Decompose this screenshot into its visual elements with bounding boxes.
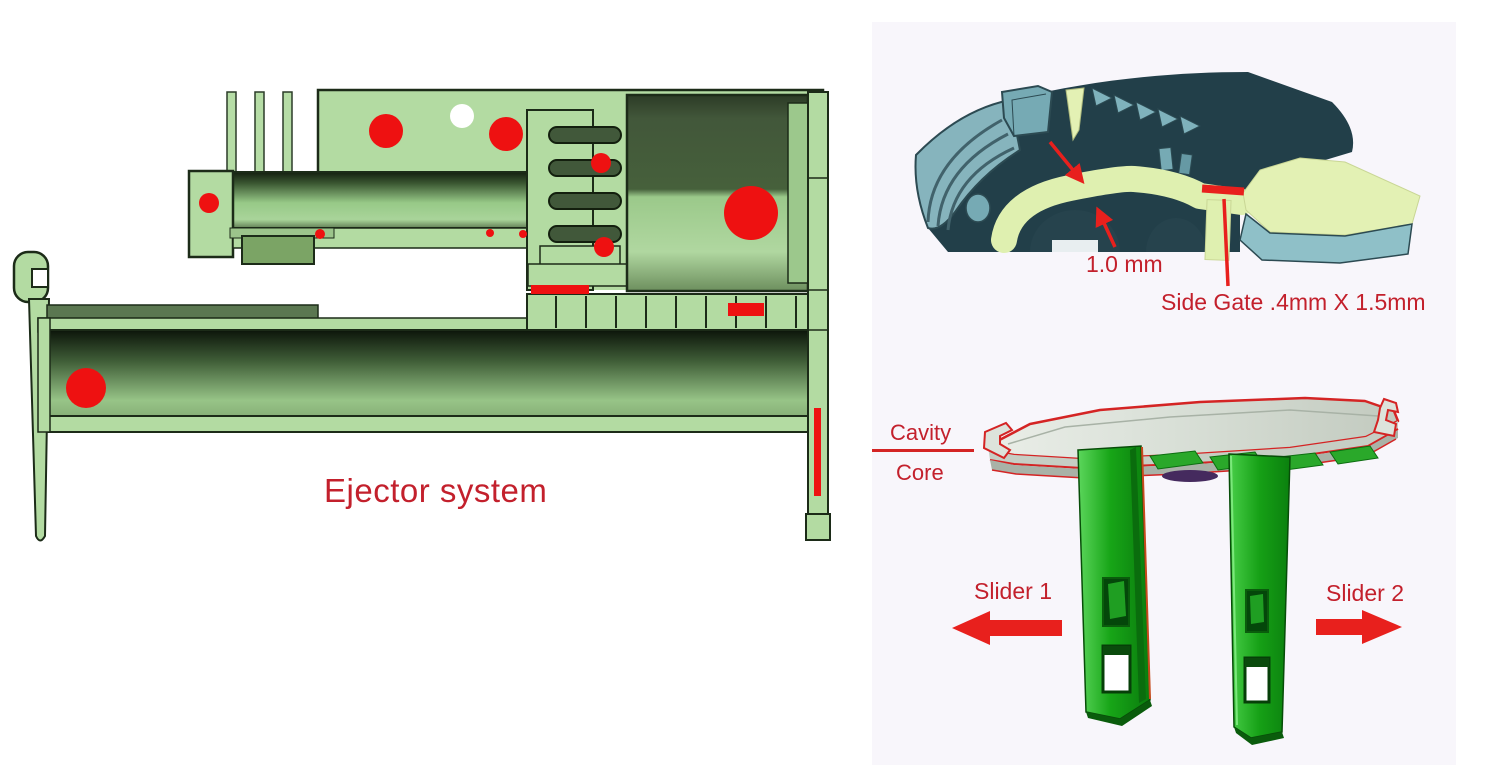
cavity-plate bbox=[982, 396, 1400, 479]
ejector-bottom-bar bbox=[12, 250, 809, 542]
slider-2-label: Slider 2 bbox=[1326, 580, 1404, 606]
slider-assembly-figure bbox=[952, 396, 1402, 745]
gate-detail-teeth bbox=[1091, 87, 1202, 135]
wall-thickness-label: 1.0 mm bbox=[1086, 251, 1163, 277]
ejector-system-label: Ejector system bbox=[324, 472, 548, 509]
side-gate-marker bbox=[1201, 184, 1245, 287]
slider-2-arrow-icon bbox=[1316, 610, 1402, 644]
side-gate-label: Side Gate .4mm X 1.5mm bbox=[1161, 289, 1426, 315]
gate-detail-figure bbox=[914, 72, 1421, 287]
ejector-pin-markers bbox=[66, 114, 821, 496]
wall-thickness-arrow-icons bbox=[1048, 140, 1117, 248]
slider-1-label: Slider 1 bbox=[974, 578, 1052, 604]
gate-detail-ribbed-wing bbox=[914, 98, 1022, 231]
cavity-label: Cavity bbox=[890, 420, 952, 445]
cavity-core-divider-line bbox=[872, 449, 974, 452]
core-label: Core bbox=[896, 460, 944, 485]
ejector-top-assembly bbox=[187, 88, 831, 541]
slider-1-leg bbox=[1077, 445, 1152, 726]
slider-2-leg bbox=[1228, 453, 1291, 745]
ejector-cross-section-figure bbox=[12, 88, 831, 542]
slider-1-arrow-icon bbox=[952, 611, 1062, 645]
